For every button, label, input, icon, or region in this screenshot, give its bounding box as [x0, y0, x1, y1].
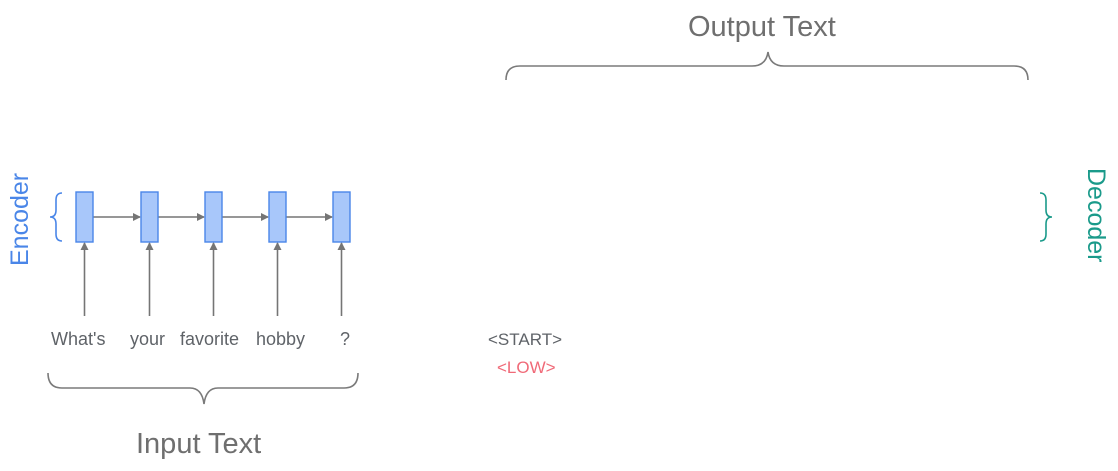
- encoder-arrows: [80, 213, 346, 316]
- encoder-label: Encoder: [6, 172, 34, 266]
- output-text-label: Output Text: [688, 11, 836, 43]
- input-token-whats: What's: [51, 329, 106, 349]
- input-token-favorite: favorite: [180, 329, 240, 349]
- input-token-question: ?: [340, 329, 351, 349]
- input-brace: [47, 372, 359, 405]
- encoder-cell-4: [268, 191, 287, 243]
- encoder-cell-2: [140, 191, 159, 243]
- encoder-cell-5: [332, 191, 351, 243]
- input-text-label: Input Text: [136, 428, 262, 460]
- encoder-cell-3: [204, 191, 223, 243]
- decoder-label: Decoder: [1082, 168, 1110, 263]
- encoder-cell-1: [75, 191, 94, 243]
- input-token-hobby: hobby: [256, 329, 306, 349]
- encoder-cells: [75, 191, 351, 243]
- low-token: <LOW>: [497, 358, 556, 377]
- output-brace: [505, 51, 1029, 81]
- start-token: <START>: [488, 330, 563, 349]
- input-token-your: your: [130, 329, 166, 349]
- encoder-brace: [49, 192, 63, 242]
- decoder-brace: [1039, 192, 1053, 242]
